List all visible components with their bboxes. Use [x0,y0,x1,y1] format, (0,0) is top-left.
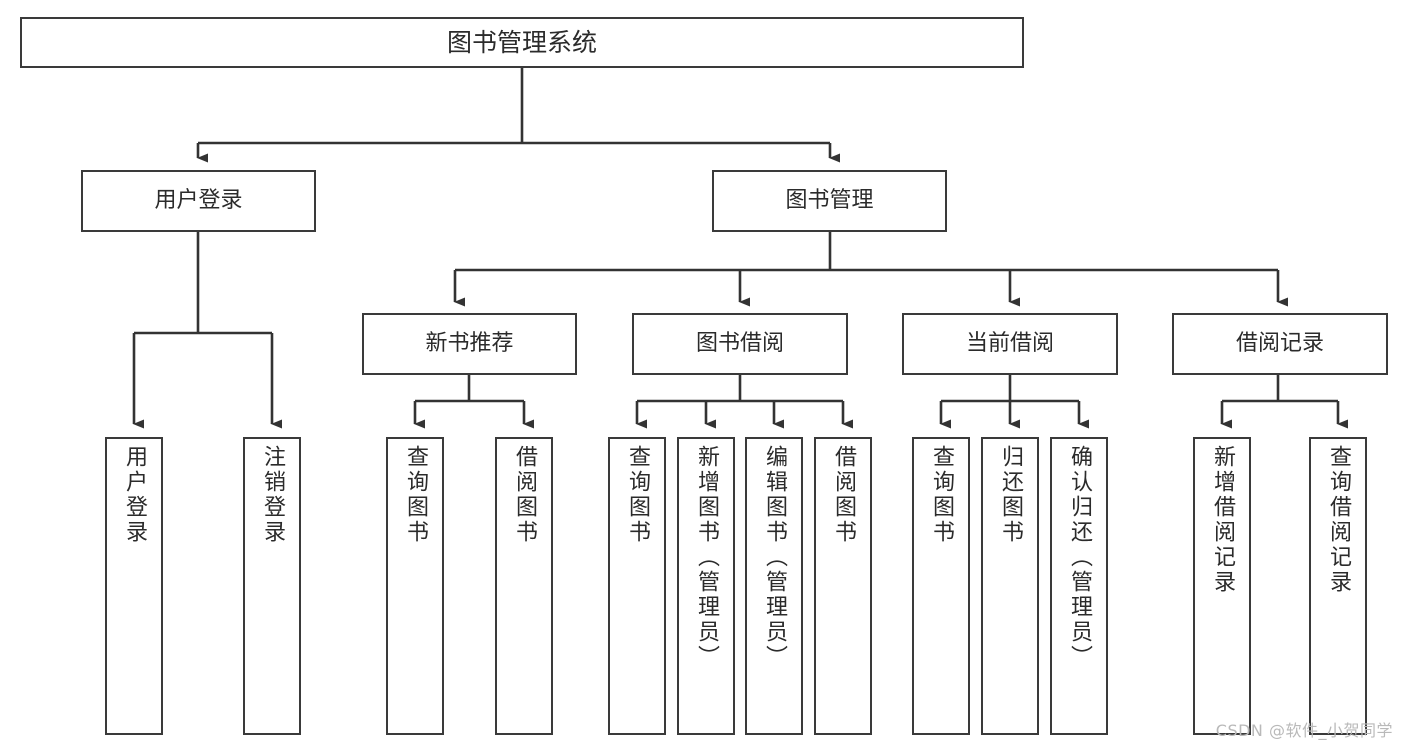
leaf-query-borrow-record[interactable]: 查询借阅记录 [1309,437,1367,735]
node-book-management[interactable]: 图书管理 [712,170,947,232]
node-label: 用户登录 [154,188,243,214]
node-label: 编辑图书（管理员） [762,445,787,670]
node-label: 借阅记录 [1235,331,1324,357]
node-label: 确认归还（管理员） [1067,445,1092,670]
leaf-user-login[interactable]: 用户登录 [105,437,163,735]
node-label: 当前借阅 [965,331,1054,357]
node-label: 图书管理系统 [446,27,597,57]
node-label: 新增图书（管理员） [694,445,719,670]
node-label: 查询图书 [625,445,650,545]
node-label: 用户登录 [122,445,147,545]
node-label: 新增借阅记录 [1210,445,1235,595]
node-label: 借阅图书 [831,445,856,545]
node-root-system[interactable]: 图书管理系统 [20,17,1024,68]
node-label: 查询借阅记录 [1326,445,1351,595]
node-new-book-recommend[interactable]: 新书推荐 [362,313,577,375]
node-label: 归还图书 [998,445,1023,545]
node-current-borrow[interactable]: 当前借阅 [902,313,1118,375]
node-label: 新书推荐 [425,331,514,357]
node-borrow-record[interactable]: 借阅记录 [1172,313,1388,375]
leaf-query-book-current[interactable]: 查询图书 [912,437,970,735]
leaf-query-book-borrow[interactable]: 查询图书 [608,437,666,735]
node-book-borrow[interactable]: 图书借阅 [632,313,848,375]
leaf-logout-login[interactable]: 注销登录 [243,437,301,735]
node-label: 借阅图书 [512,445,537,545]
node-label: 查询图书 [929,445,954,545]
leaf-borrow-book[interactable]: 借阅图书 [814,437,872,735]
node-label: 查询图书 [403,445,428,545]
leaf-return-book[interactable]: 归还图书 [981,437,1039,735]
node-label: 注销登录 [260,445,285,545]
leaf-borrow-book-recommend[interactable]: 借阅图书 [495,437,553,735]
leaf-query-book-recommend[interactable]: 查询图书 [386,437,444,735]
leaf-confirm-return-admin[interactable]: 确认归还（管理员） [1050,437,1108,735]
csdn-watermark: CSDN @软件_小贺同学 [1215,721,1393,740]
node-user-login[interactable]: 用户登录 [81,170,316,232]
node-label: 图书管理 [785,188,874,214]
leaf-add-borrow-record[interactable]: 新增借阅记录 [1193,437,1251,735]
leaf-edit-book-admin[interactable]: 编辑图书（管理员） [745,437,803,735]
leaf-add-book-admin[interactable]: 新增图书（管理员） [677,437,735,735]
node-label: 图书借阅 [695,331,784,357]
